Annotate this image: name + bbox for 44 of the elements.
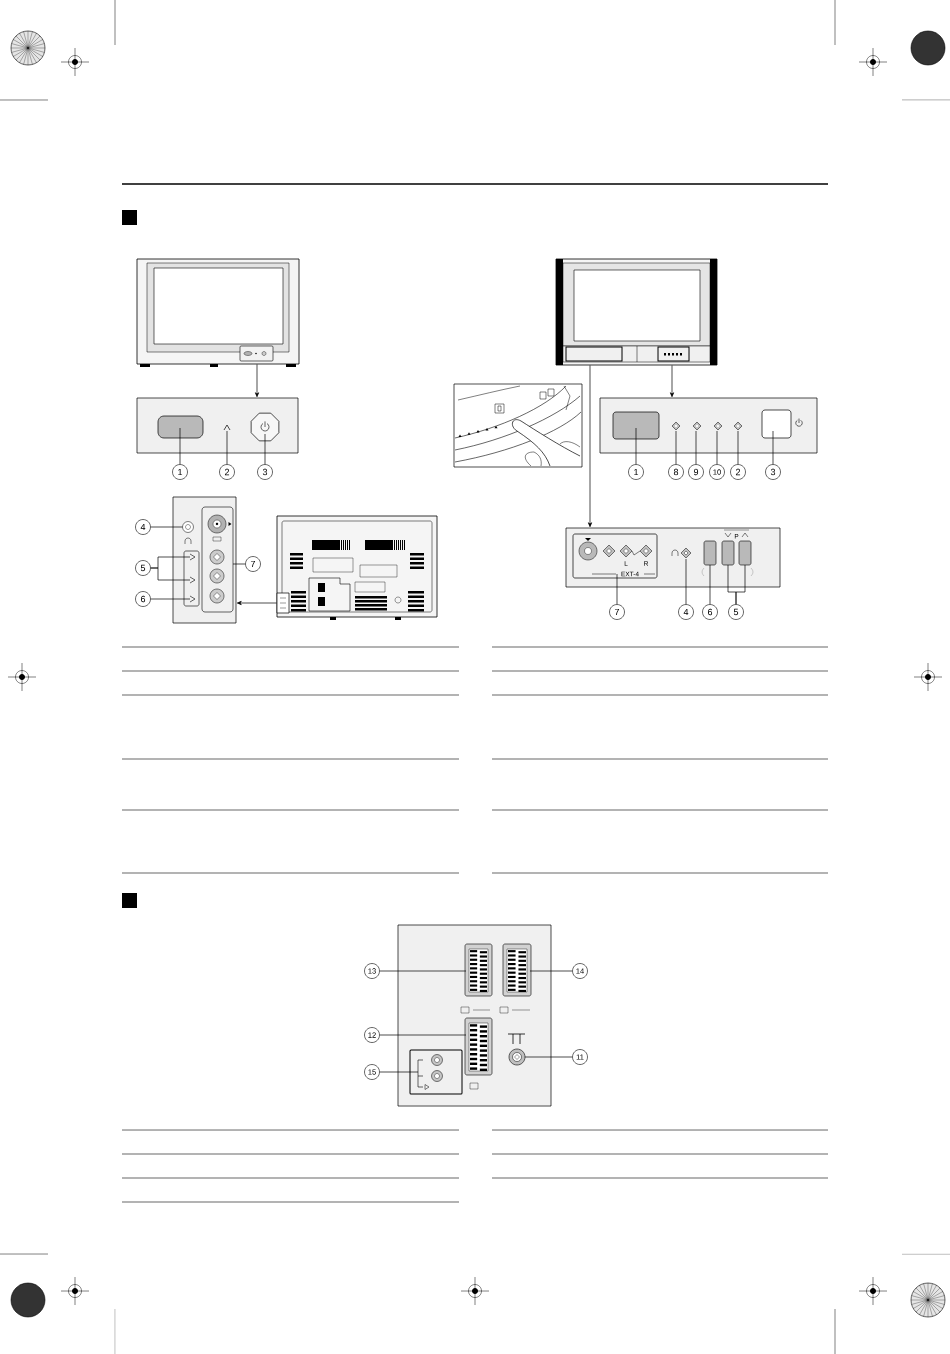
callout-number: 7 (609, 604, 625, 620)
tv-front-illustration (555, 258, 718, 366)
callout-number: 5 (135, 560, 151, 576)
leader-line (529, 970, 573, 972)
leader-line (772, 430, 774, 465)
callout-number: 5 (728, 604, 744, 620)
callout-number: 4 (135, 519, 151, 535)
leader-line (264, 433, 266, 465)
callout-number: 3 (765, 464, 781, 480)
arrow (669, 365, 675, 398)
connector-panel (397, 924, 552, 1107)
leader-line (150, 598, 191, 600)
callout-number: 6 (702, 604, 718, 620)
leader-line (635, 427, 637, 465)
leader-line (150, 567, 191, 581)
callout-number: 2 (730, 464, 746, 480)
arrow (587, 365, 593, 528)
callout-number: 2 (219, 464, 235, 480)
callout-number: 1 (172, 464, 188, 480)
control-panel (136, 397, 299, 454)
side-panel (172, 496, 237, 624)
callout-number: 1 (628, 464, 644, 480)
tv-rear-illustration (276, 515, 438, 620)
callout-number: 7 (245, 556, 261, 572)
callout-number: 4 (678, 604, 694, 620)
leader-line (379, 970, 467, 972)
callout-number: 9 (688, 464, 704, 480)
leader-line (179, 427, 181, 465)
callout-number: 6 (135, 591, 151, 607)
leader-line (695, 430, 697, 465)
leader-line (150, 526, 183, 528)
arrow (254, 364, 260, 398)
leader-line (737, 430, 739, 465)
callout-number: 3 (257, 464, 273, 480)
leader-line (716, 430, 718, 465)
callout-number: 8 (668, 464, 684, 480)
leader-line (232, 563, 246, 565)
arrow (236, 600, 277, 606)
leader-line (379, 1034, 467, 1036)
leader-line (379, 1071, 419, 1073)
control-panel (599, 397, 818, 454)
leader-line (675, 430, 677, 465)
tv-front-illustration (136, 258, 300, 367)
leader-line (524, 1056, 573, 1058)
